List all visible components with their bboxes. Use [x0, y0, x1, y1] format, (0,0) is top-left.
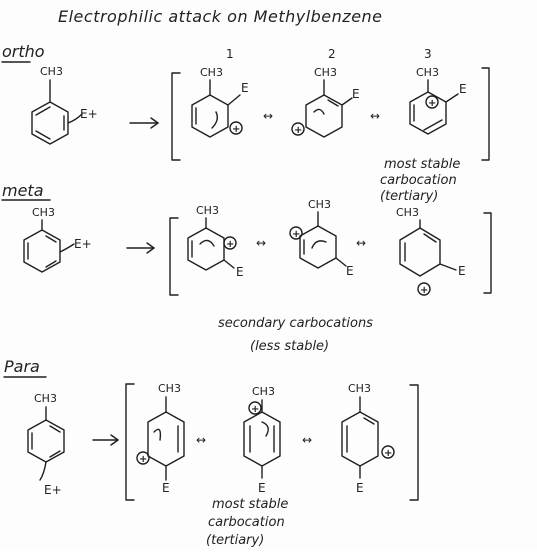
para-s3-e: E [356, 481, 364, 495]
ortho-reactant-ring [31, 101, 69, 145]
meta-electrophile: E+ [74, 237, 92, 251]
para-s1-ring [147, 411, 185, 467]
meta-s3-e: E [458, 264, 466, 278]
svg-text:+: + [294, 125, 302, 136]
meta-s2-e: E [346, 264, 354, 278]
para-s1-ch3: CH3 [158, 382, 181, 395]
para-reactant-ch3: CH3 [34, 392, 57, 405]
ortho-note-line-2: carbocation [380, 173, 457, 188]
meta-bracket-right [483, 212, 492, 294]
meta-reactant-ring [23, 229, 61, 273]
para-s3-ring [341, 411, 379, 467]
ortho-resonance-1: ↔ [263, 109, 273, 123]
para-reactant-ring [27, 419, 65, 463]
svg-text:+: + [384, 448, 392, 459]
meta-note-line-2: (less stable) [250, 339, 329, 354]
meta-s1-ring [187, 227, 225, 271]
meta-reactant-ch3: CH3 [32, 206, 55, 219]
meta-s3-ring [399, 227, 441, 277]
svg-text:+: + [139, 454, 147, 465]
ortho-reactant-ch3: CH3 [40, 65, 63, 78]
meta-s3-ch3: CH3 [396, 206, 419, 219]
ortho-bracket-right [481, 67, 490, 161]
ortho-s3-ch3: CH3 [416, 66, 439, 79]
ortho-s1-e: E [241, 81, 249, 95]
meta-s1-e: E [236, 265, 244, 279]
ortho-s3-e: E [459, 82, 467, 96]
ortho-electrophile: E+ [80, 107, 98, 121]
meta-heading: meta [2, 181, 44, 200]
meta-s2-ch3: CH3 [308, 198, 331, 211]
svg-text:+: + [292, 229, 300, 240]
ortho-attack-arrow [67, 113, 83, 124]
ortho-s1-charge [229, 121, 243, 135]
ortho-label-2: 2 [328, 47, 336, 61]
meta-resonance-1: ↔ [256, 236, 266, 250]
para-s1-charge [136, 451, 150, 465]
ortho-s2-ch3: CH3 [314, 66, 337, 79]
para-resonance-2: ↔ [302, 433, 312, 447]
ortho-label-1: 1 [226, 47, 234, 61]
svg-text:+: + [428, 98, 436, 109]
para-electrophile: E+ [44, 483, 62, 497]
ortho-note-line-1: most stable [384, 157, 460, 172]
para-s3-ch3: CH3 [348, 382, 371, 395]
svg-text:+: + [226, 239, 234, 250]
ortho-resonance-2: ↔ [370, 109, 380, 123]
svg-text:+: + [232, 124, 240, 135]
ortho-bracket-left [171, 72, 181, 161]
ortho-s1-ring [191, 94, 229, 138]
meta-bracket-left [169, 217, 179, 296]
meta-s2-charge [289, 226, 303, 240]
para-note-line-3: (tertiary) [206, 533, 264, 548]
svg-text:+: + [251, 404, 259, 415]
meta-s1-ch3: CH3 [196, 204, 219, 217]
meta-s2-ring [299, 225, 337, 269]
para-s2-e: E [258, 481, 266, 495]
ortho-s2-ring [305, 94, 343, 138]
ortho-heading: ortho [2, 42, 45, 61]
meta-resonance-2: ↔ [356, 236, 366, 250]
para-note-line-2: carbocation [208, 515, 285, 530]
para-s2-ch3: CH3 [252, 385, 275, 398]
para-bracket-left [125, 383, 135, 501]
meta-s3-charge [417, 282, 431, 296]
ortho-s2-e: E [352, 87, 360, 101]
para-s2-charge [248, 401, 262, 415]
para-s3-charge [381, 445, 395, 459]
ortho-s2-charge [291, 122, 305, 136]
meta-note-line-1: secondary carbocations [218, 316, 373, 331]
para-s1-e: E [162, 481, 170, 495]
meta-s1-charge [223, 236, 237, 250]
ortho-label-3: 3 [424, 47, 432, 61]
para-s2-ring [243, 411, 281, 467]
para-resonance-1: ↔ [196, 433, 206, 447]
ortho-s3-charge [425, 95, 439, 109]
diagram-title: Electrophilic attack on Methylbenzene [58, 7, 383, 26]
para-heading: Para [4, 357, 40, 376]
ortho-note-line-3: (tertiary) [380, 189, 438, 204]
para-bracket-right [409, 384, 419, 501]
ortho-s1-ch3: CH3 [200, 66, 223, 79]
para-note-line-1: most stable [212, 497, 288, 512]
svg-text:+: + [420, 285, 428, 296]
